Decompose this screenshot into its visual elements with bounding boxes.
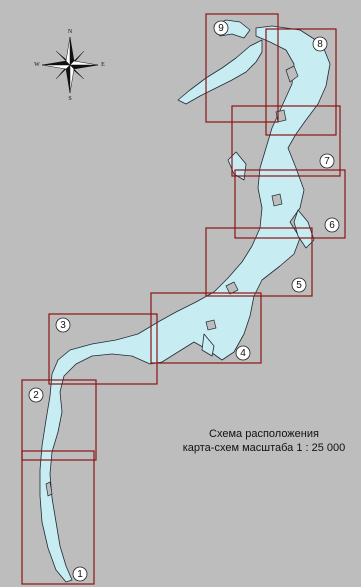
caption-line-1: Схема расположения (209, 428, 319, 440)
sheet-badge-1[interactable]: 1 (72, 566, 88, 582)
sheet-frames (21, 13, 346, 585)
sheet-number-3: 3 (60, 320, 66, 331)
compass-east-label: E (101, 62, 105, 68)
sheet-frame-1[interactable] (21, 450, 95, 585)
island (285, 65, 299, 83)
sheet-number-1: 1 (77, 569, 83, 580)
sheet-badge-5[interactable]: 5 (291, 277, 307, 293)
sheet-frame-9[interactable] (205, 13, 279, 123)
island (205, 319, 217, 331)
south-cove (201, 333, 215, 357)
island (45, 481, 53, 497)
sheet-number-6: 6 (329, 220, 335, 231)
caption-line-2: карта-схем масштаба 1 : 25 000 (182, 442, 346, 454)
sheet-number-7: 7 (324, 156, 330, 167)
sheet-frame-8[interactable] (265, 28, 337, 136)
lake-main (39, 25, 331, 583)
sheet-frame-2[interactable] (21, 379, 97, 461)
island (271, 193, 283, 207)
compass-south-label: S (68, 96, 71, 102)
compass-rose: N S E W (34, 29, 105, 102)
sheet-badge-6[interactable]: 6 (324, 217, 340, 233)
sheet-frame-7[interactable] (231, 105, 341, 177)
sheet-frame-6[interactable] (234, 169, 346, 239)
sheet-number-2: 2 (33, 390, 39, 401)
sheet-number-5: 5 (296, 280, 302, 291)
compass-west-label: W (34, 62, 40, 68)
compass-main-points (41, 36, 99, 94)
sheet-badge-2[interactable]: 2 (28, 387, 44, 403)
island (225, 281, 239, 295)
sheet-badge-9[interactable]: 9 (213, 20, 229, 36)
water-body (39, 19, 331, 583)
sheet-badge-7[interactable]: 7 (319, 153, 335, 169)
sheet-frame-5[interactable] (205, 227, 313, 297)
compass-north-label: N (68, 29, 73, 35)
sheet-badge-3[interactable]: 3 (55, 317, 71, 333)
sheet-badges: 1 2 3 4 5 6 7 8 9 (28, 20, 340, 582)
sheet-number-4: 4 (240, 348, 246, 359)
sheet-badge-4[interactable]: 4 (235, 345, 251, 361)
sheet-number-8: 8 (317, 39, 323, 50)
map-caption: Схема расположения карта-схем масштаба 1… (164, 427, 361, 455)
sheet-badge-8[interactable]: 8 (312, 36, 328, 52)
sheet-frame-3[interactable] (48, 313, 158, 385)
northwest-bay (177, 39, 263, 105)
sheet-number-9: 9 (218, 23, 224, 34)
